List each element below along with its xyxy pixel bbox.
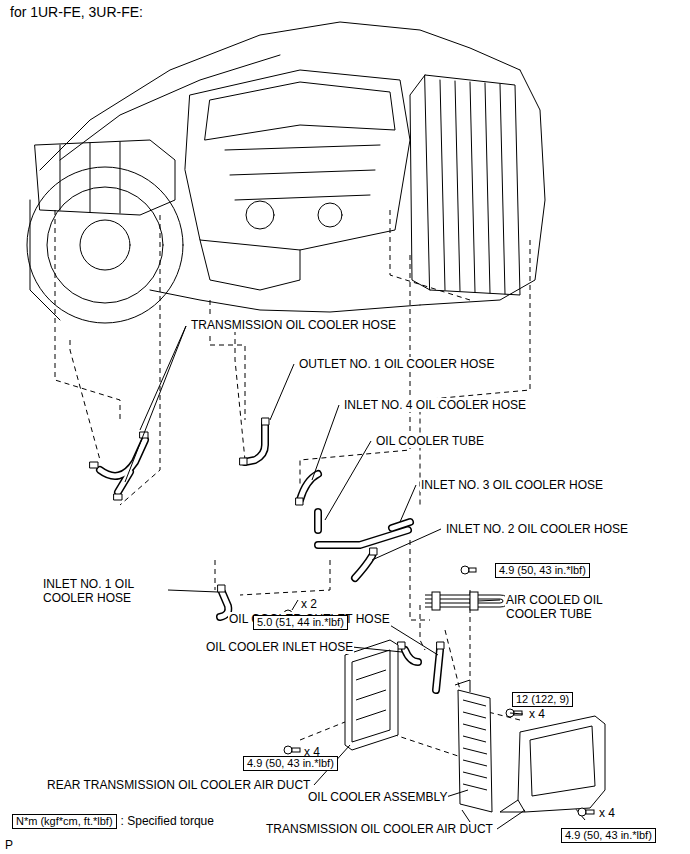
quantity-mark: x 2: [300, 597, 318, 611]
part-name: AIR COOLED OIL COOLER TUBE: [505, 593, 632, 621]
part-name: INLET NO. 1 OIL COOLER HOSE: [42, 577, 166, 605]
torque-box: 4.9 (50, 43 in.*lbf): [561, 828, 657, 843]
torque-value: 4.9 (50, 43 in.*lbf): [243, 756, 338, 771]
diagram-title: for 1UR-FE, 3UR-FE:: [10, 4, 143, 20]
part-name: TRANSMISSION OIL COOLER AIR DUCT: [265, 822, 494, 836]
torque-box: 4.9 (50, 43 in.*lbf): [495, 563, 591, 578]
torque-value: 4.9 (50, 43 in.*lbf): [561, 828, 656, 843]
part-name: OIL COOLER INLET HOSE: [205, 640, 354, 654]
torque-box: N*m (kgf*cm, ft.*lbf) : Specified torque: [12, 814, 215, 829]
part-name: OUTLET NO. 1 OIL COOLER HOSE: [298, 357, 495, 371]
torque-value: N*m (kgf*cm, ft.*lbf): [12, 814, 117, 829]
torque-box: 5.0 (51, 44 in.*lbf): [253, 615, 349, 630]
torque-value: 12 (122, 9): [512, 692, 573, 707]
figure-code: P: [4, 838, 14, 852]
part-name: TRANSMISSION OIL COOLER HOSE: [190, 318, 397, 332]
part-name: INLET NO. 3 OIL COOLER HOSE: [420, 478, 604, 492]
part-name: OIL COOLER TUBE: [375, 434, 485, 448]
quantity-mark: x 4: [598, 806, 616, 820]
part-name: INLET NO. 4 OIL COOLER HOSE: [343, 398, 527, 412]
part-name: INLET NO. 2 OIL COOLER HOSE: [445, 522, 629, 536]
legend-text: : Specified torque: [121, 815, 214, 828]
torque-value: 4.9 (50, 43 in.*lbf): [495, 563, 590, 578]
torque-box: 4.9 (50, 43 in.*lbf): [243, 756, 339, 771]
torque-value: 5.0 (51, 44 in.*lbf): [253, 615, 348, 630]
part-name: OIL COOLER ASSEMBLY: [307, 790, 448, 804]
quantity-mark: x 4: [528, 707, 546, 721]
torque-box: 12 (122, 9): [512, 692, 575, 707]
part-name: REAR TRANSMISSION OIL COOLER AIR DUCT: [46, 778, 311, 792]
